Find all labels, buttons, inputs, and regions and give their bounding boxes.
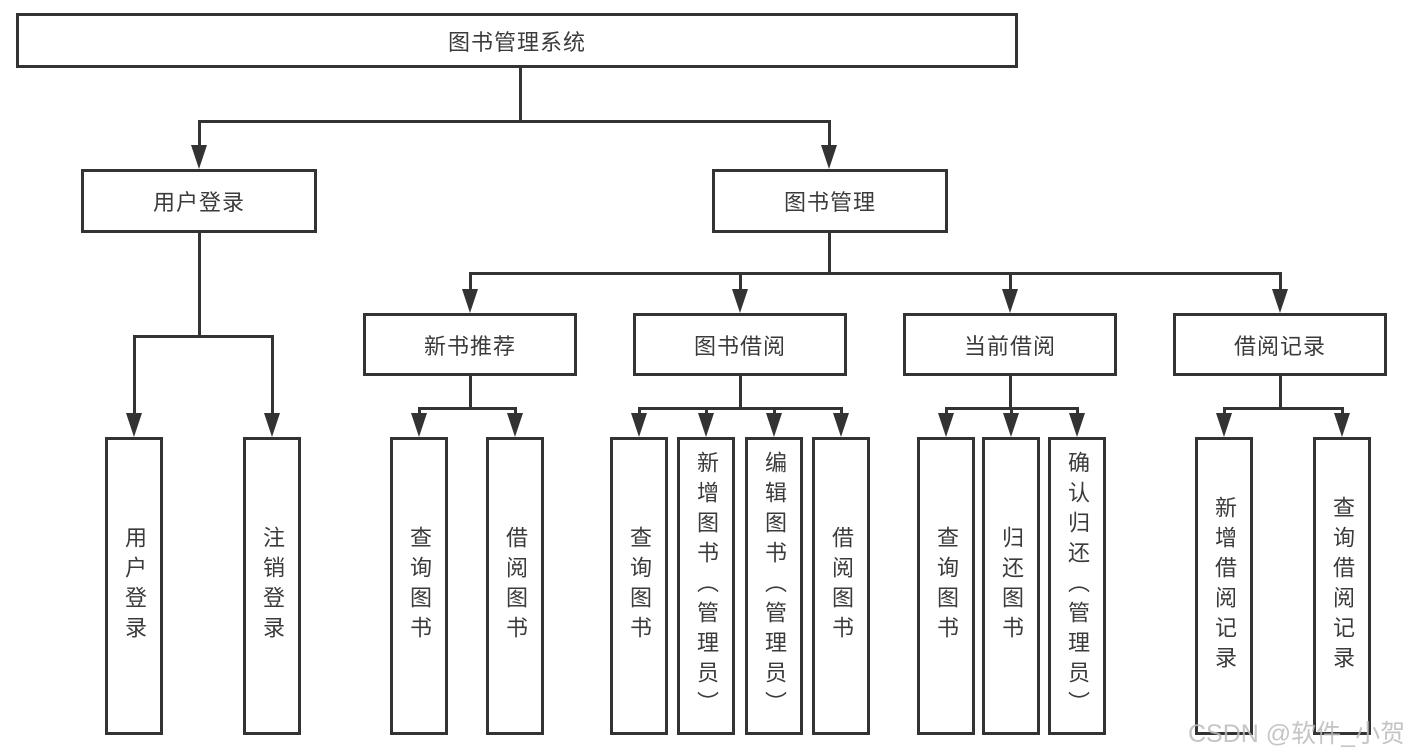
node-book-management: 图书管理 [712,169,948,233]
connector-rec-stem [469,376,472,410]
node-cur-return-books-label: 归还图书 [999,526,1024,646]
connector-root-drop-left [198,120,201,148]
connector-rec-bar [418,407,517,410]
connector-recd-stem [1279,376,1282,410]
node-cur-confirm-return-admin: 确认归还（管理员） [1048,437,1106,735]
node-bor-add-books-admin-label: 新增图书（管理员） [694,451,719,721]
connector-mgmt-drop-2 [739,272,742,292]
node-recd-query-record-label: 查询借阅记录 [1330,496,1355,676]
connector-cur-drop-1 [945,407,948,417]
arrowhead-cur-query-books [938,413,954,437]
arrowhead-cur-confirm-return [1069,413,1085,437]
node-new-book-recommend: 新书推荐 [363,313,577,376]
node-bor-borrow-books-label: 借阅图书 [829,526,854,646]
connector-mgmt-drop-1 [469,272,472,292]
connector-login-stem [198,233,201,338]
arrowhead-rec-borrow-books [507,413,523,437]
connector-rec-drop-2 [514,407,517,417]
connector-cur-drop-2 [1010,407,1013,417]
arrowhead-bor-add-books [698,413,714,437]
node-root-label: 图书管理系统 [447,29,586,55]
node-cur-query-books: 查询图书 [917,437,975,735]
connector-bor-drop-4 [840,407,843,417]
arrowhead-borrow-records [1272,289,1288,313]
connector-bor-drop-2 [705,407,708,417]
node-bor-query-books: 查询图书 [610,437,668,735]
node-login-logout: 注销登录 [243,437,301,735]
node-root: 图书管理系统 [16,13,1018,68]
connector-bor-drop-3 [773,407,776,417]
arrowhead-bor-query-books [631,413,647,437]
connector-cur-drop-3 [1076,407,1079,417]
arrowhead-book-borrow [732,289,748,313]
connector-recd-drop-2 [1341,407,1344,417]
node-rec-borrow-books: 借阅图书 [486,437,544,735]
connector-login-drop-2 [271,335,274,415]
connector-bor-stem [739,376,742,410]
node-borrow-records-label: 借阅记录 [1233,333,1326,359]
connector-mgmt-drop-3 [1009,272,1012,292]
node-recd-add-record-label: 新增借阅记录 [1212,496,1237,676]
node-login-user-login: 用户登录 [105,437,163,735]
node-borrow-records: 借阅记录 [1173,313,1387,376]
connector-cur-stem [1009,376,1012,410]
node-cur-confirm-return-admin-label: 确认归还（管理员） [1065,451,1090,721]
connector-bor-bar [638,407,843,410]
arrowhead-user-login [191,145,207,169]
node-new-book-recommend-label: 新书推荐 [423,333,516,359]
connector-mgmt-drop-4 [1279,272,1282,292]
connector-mgmt-bar [469,272,1282,275]
csdn-watermark: CSDN @软件_小贺同学 [1188,720,1405,747]
node-bor-edit-books-admin: 编辑图书（管理员） [745,437,803,735]
node-cur-query-books-label: 查询图书 [934,526,959,646]
arrowhead-current-borrow [1002,289,1018,313]
node-bor-query-books-label: 查询图书 [627,526,652,646]
node-rec-borrow-books-label: 借阅图书 [503,526,528,646]
arrowhead-recd-query-record [1334,413,1350,437]
arrowhead-book-management [821,145,837,169]
node-rec-query-books: 查询图书 [390,437,448,735]
arrowhead-bor-edit-books [766,413,782,437]
node-rec-query-books-label: 查询图书 [407,526,432,646]
connector-mgmt-stem [828,233,831,275]
arrowhead-new-book-recommend [462,289,478,313]
arrowhead-login-logout [264,413,280,437]
node-bor-borrow-books: 借阅图书 [812,437,870,735]
node-cur-return-books: 归还图书 [982,437,1040,735]
connector-bor-drop-1 [638,407,641,417]
node-bor-edit-books-admin-label: 编辑图书（管理员） [762,451,787,721]
node-user-login: 用户登录 [81,169,317,233]
node-recd-query-record: 查询借阅记录 [1313,437,1371,735]
connector-login-drop-1 [133,335,136,415]
node-bor-add-books-admin: 新增图书（管理员） [677,437,735,735]
connector-root-drop-right [828,120,831,148]
connector-recd-drop-1 [1223,407,1226,417]
arrowhead-recd-add-record [1216,413,1232,437]
connector-login-bar [133,335,274,338]
node-book-borrow-label: 图书借阅 [693,333,786,359]
connector-rec-drop-1 [418,407,421,417]
node-book-management-label: 图书管理 [783,190,876,215]
node-current-borrow-label: 当前借阅 [963,333,1056,359]
node-current-borrow: 当前借阅 [903,313,1117,376]
arrowhead-rec-query-books [411,413,427,437]
arrowhead-bor-borrow-books [833,413,849,437]
connector-recd-bar [1223,407,1344,410]
node-user-login-label: 用户登录 [152,190,245,215]
arrowhead-login-user-login [126,413,142,437]
connector-root-stem [519,68,522,122]
node-recd-add-record: 新增借阅记录 [1195,437,1253,735]
node-book-borrow: 图书借阅 [633,313,847,376]
node-login-logout-label: 注销登录 [260,526,285,646]
arrowhead-cur-return-books [1003,413,1019,437]
node-login-user-login-label: 用户登录 [122,526,147,646]
connector-root-bar [198,120,831,123]
